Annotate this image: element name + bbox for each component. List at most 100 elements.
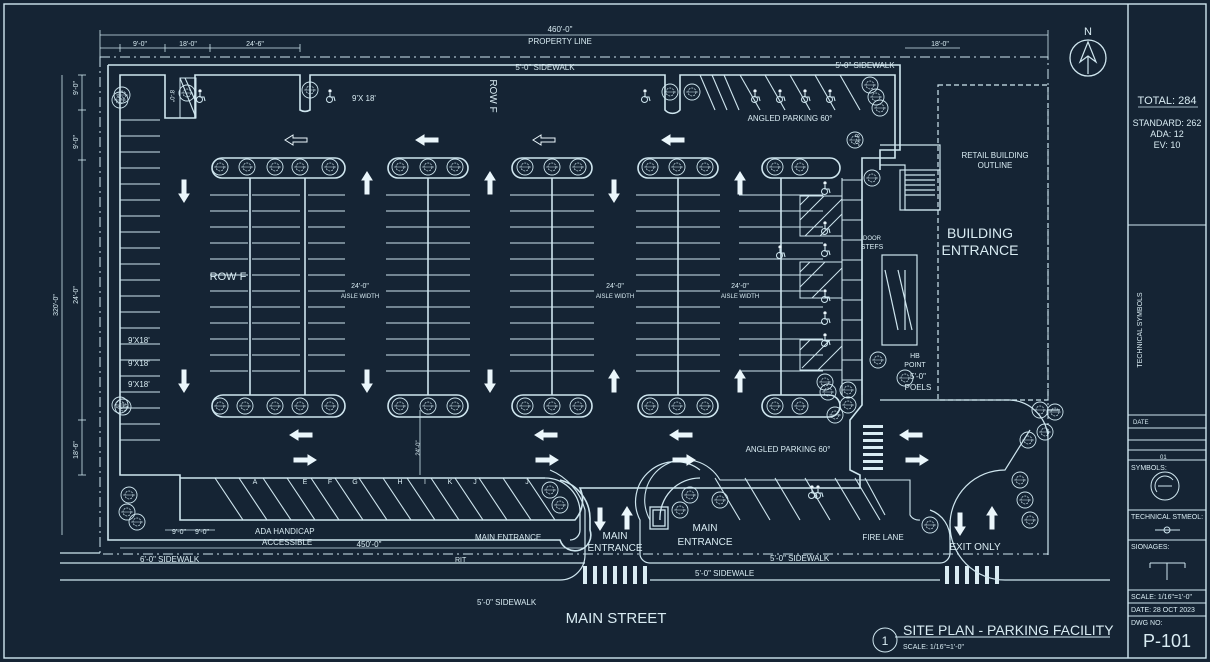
ada-wheelchair-icon bbox=[751, 89, 761, 103]
ada-wheelchair-icon bbox=[821, 311, 831, 325]
angled-stalls-bottom bbox=[180, 477, 556, 521]
title-block bbox=[872, 224, 1206, 653]
tree-icon bbox=[1046, 403, 1064, 421]
ada-wheelchair-icon bbox=[801, 89, 811, 103]
tree-icon bbox=[419, 158, 437, 176]
direction-arrow-icon bbox=[484, 171, 496, 195]
direction-arrow-icon bbox=[669, 429, 693, 441]
parking-lot-outline bbox=[119, 74, 896, 521]
tree-icon bbox=[869, 351, 887, 369]
drawing-number: P-101 bbox=[1143, 631, 1191, 651]
tree-icon bbox=[114, 398, 132, 416]
tree-icon bbox=[419, 397, 437, 415]
building-entrance-label: ENTRANCE bbox=[941, 242, 1018, 258]
tree-icon bbox=[839, 381, 857, 399]
aisle-width-label: AISLE WIDTH bbox=[341, 294, 379, 300]
building-entrance-label: BUILDING bbox=[947, 225, 1013, 241]
sidewalk-label: 5'-0" SIDEWALK bbox=[477, 598, 537, 607]
stall-letter: J bbox=[473, 479, 477, 486]
plan-label: POELS bbox=[905, 383, 932, 392]
tree-icon bbox=[391, 397, 409, 415]
tree-icon bbox=[543, 158, 561, 176]
plan-label: 9'X18' bbox=[128, 359, 150, 368]
angled-stall-line bbox=[382, 477, 412, 521]
direction-arrow-icon bbox=[484, 369, 496, 393]
drawing-number-label: DWG NO: bbox=[1131, 620, 1163, 627]
direction-arrow-icon bbox=[661, 134, 685, 146]
stall-letter: A bbox=[253, 479, 258, 486]
tree-icon bbox=[391, 158, 409, 176]
direction-arrow-icon bbox=[289, 429, 313, 441]
direction-arrow-icon bbox=[178, 369, 190, 393]
tree-icon bbox=[683, 83, 701, 101]
angled-stall-line bbox=[238, 477, 268, 521]
plan-label: 9'-0" bbox=[73, 135, 80, 149]
title-scale: SCALE: 1/16"=1'-0" bbox=[1131, 594, 1192, 601]
plan-label: 18'-0" bbox=[179, 41, 197, 48]
ada-wheelchair-icon bbox=[821, 289, 831, 303]
ada-wheelchair-icon bbox=[821, 243, 831, 257]
plan-label: 8'-0" bbox=[853, 134, 859, 146]
tree-icon bbox=[839, 396, 857, 414]
plan-label: 9'-0" bbox=[73, 81, 80, 95]
detail-number: 1 bbox=[882, 634, 889, 648]
ada-accessible-label: ADA HANDICAP bbox=[255, 527, 315, 536]
stall-letter: J bbox=[525, 479, 529, 486]
left-stall-row bbox=[120, 119, 160, 441]
ada-hatch-right bbox=[179, 77, 843, 371]
tree-icon bbox=[661, 83, 679, 101]
drawing-title: SITE PLAN - PARKING FACILITY bbox=[903, 622, 1114, 638]
direction-arrow-icon bbox=[293, 454, 317, 466]
row-label: ROW F bbox=[487, 79, 498, 112]
direction-arrow-icon bbox=[899, 429, 923, 441]
property-line-label: PROPERTY LINE bbox=[528, 37, 592, 46]
tree-icon bbox=[120, 486, 138, 504]
ada-spaces: ADA: 12 bbox=[1150, 129, 1184, 139]
plan-label: 5'-0" bbox=[910, 372, 926, 381]
overall-width-dimension: 460'-0" bbox=[548, 25, 573, 34]
plan-text-layer: 460'-0"PROPERTY LINE9'-0"18'-0"24'-6"18'… bbox=[53, 25, 1203, 651]
signages-label: SIONAGES: bbox=[1131, 544, 1170, 551]
plan-label: 24'-0" bbox=[416, 440, 422, 455]
title-date: DATE: 28 OCT 2023 bbox=[1131, 607, 1195, 614]
tree-icon bbox=[236, 397, 254, 415]
tree-icon bbox=[641, 158, 659, 176]
tree-icon bbox=[668, 397, 686, 415]
main-street-label: MAIN STREET bbox=[566, 610, 667, 627]
tree-icon bbox=[569, 158, 587, 176]
tree-icon bbox=[238, 158, 256, 176]
tree-icon bbox=[668, 158, 686, 176]
tree-icon bbox=[641, 397, 659, 415]
angled-stall-line bbox=[310, 477, 340, 521]
island-top bbox=[761, 157, 841, 179]
tree-icon bbox=[766, 397, 784, 415]
tree-icon bbox=[266, 158, 284, 176]
plan-label: 8'-0" bbox=[168, 90, 174, 102]
angled-stall-line bbox=[406, 477, 436, 521]
plan-label: RIT bbox=[455, 557, 467, 564]
direction-arrow-icon bbox=[954, 512, 966, 536]
direction-arrow-icon bbox=[361, 369, 373, 393]
tree-icon bbox=[863, 169, 881, 187]
angled-stall-line bbox=[334, 477, 364, 521]
north-label: N bbox=[1084, 26, 1092, 38]
plan-label: 9'X18' bbox=[128, 380, 150, 389]
tree-icon bbox=[111, 396, 129, 414]
tree-icon bbox=[861, 76, 879, 94]
tree-icon bbox=[826, 406, 844, 424]
ada-wheelchair-icon bbox=[641, 89, 651, 103]
ev-spaces: EV: 10 bbox=[1154, 140, 1181, 150]
main-entrance-label: ENTRANCE bbox=[677, 537, 732, 548]
parking-islands bbox=[210, 157, 841, 418]
direction-arrow-icon bbox=[415, 134, 439, 146]
row-label: ROW F bbox=[210, 271, 247, 283]
date-header: DATE bbox=[1133, 420, 1149, 426]
aisle-width-dimension: 24'-0" bbox=[351, 283, 369, 290]
stall-letter: E bbox=[303, 479, 308, 486]
angled-stall-line bbox=[526, 477, 556, 521]
plan-label: 18'-6" bbox=[73, 441, 80, 459]
angled-stall-line bbox=[454, 477, 484, 521]
stall-letter: I bbox=[424, 479, 426, 486]
south-curb bbox=[107, 65, 592, 552]
